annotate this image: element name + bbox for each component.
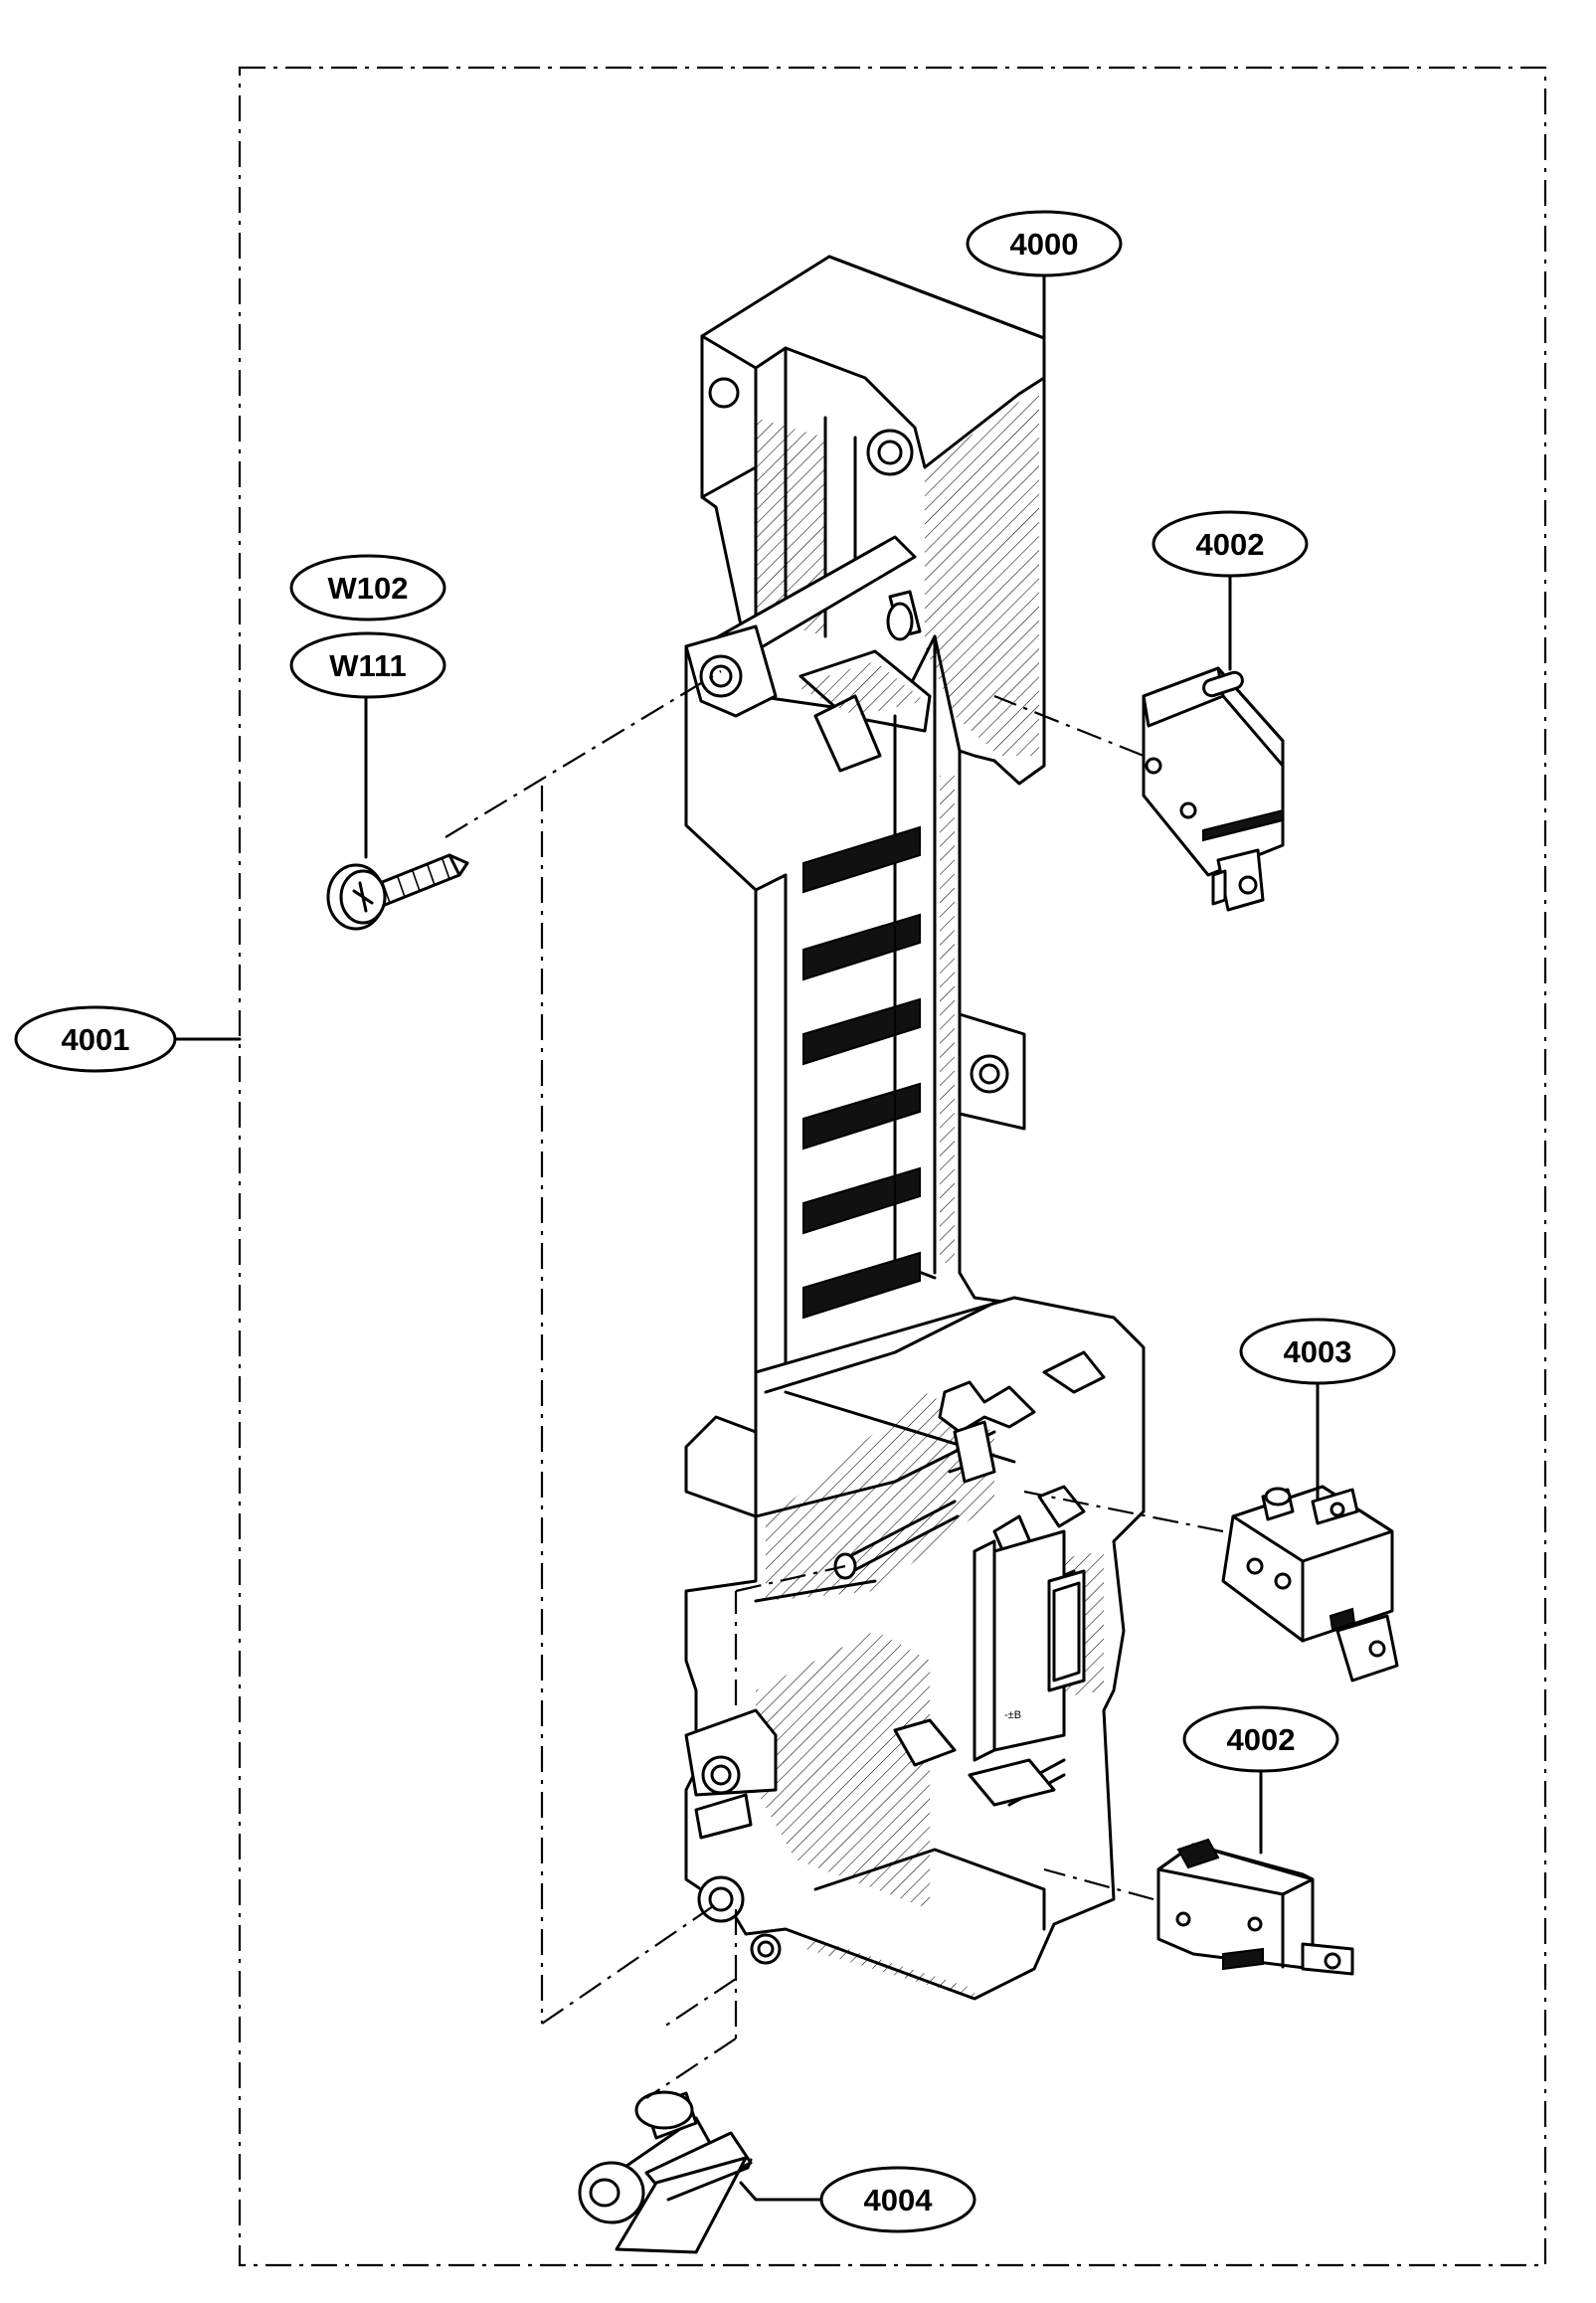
callout-4000-label: 4000: [1010, 227, 1079, 262]
callout-4001: 4001: [14, 1005, 177, 1073]
assembly-boundary: [238, 66, 1547, 2267]
callout-4001-label: 4001: [62, 1022, 130, 1057]
leader-lines: [175, 271, 1320, 2202]
micro-switch-4003: [1221, 1485, 1399, 1683]
housing-marking: -±B: [1004, 1709, 1021, 1721]
callout-w111: W111: [289, 631, 446, 699]
callout-4003: 4003: [1239, 1318, 1396, 1385]
callout-4002-top: 4002: [1152, 510, 1309, 578]
callout-4002-top-label: 4002: [1196, 527, 1265, 562]
callout-4003-label: 4003: [1284, 1334, 1352, 1369]
callout-4004-label: 4004: [864, 2183, 934, 2217]
callout-w102-label: W102: [328, 571, 409, 606]
callout-4002-bottom-label: 4002: [1227, 1722, 1296, 1757]
micro-switch-4002-bottom: [1156, 1838, 1354, 1976]
callout-w111-label: W111: [329, 648, 407, 683]
screw-w102-w111: [326, 853, 469, 931]
callout-4000: 4000: [966, 210, 1123, 277]
assembly-guide-lines: [444, 670, 1224, 2099]
interlock-housing-4000: -±B: [684, 255, 1146, 2001]
callout-4002-bottom: 4002: [1182, 1705, 1339, 1773]
callout-4004: 4004: [819, 2166, 976, 2233]
callout-w102: W102: [289, 554, 446, 621]
micro-switch-4002-top: [1142, 666, 1285, 912]
latch-lever-4004: [578, 2090, 753, 2254]
